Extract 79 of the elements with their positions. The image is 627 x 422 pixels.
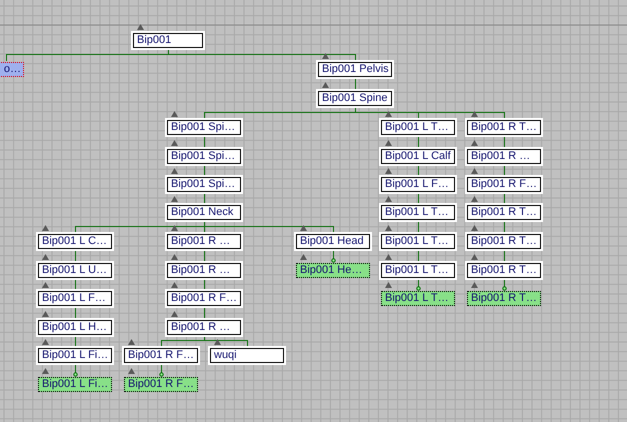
node-box: [38, 320, 112, 335]
node-label: Bip001 L T…: [385, 264, 449, 277]
node-label: Bip001 Spi…: [171, 150, 236, 163]
node-label: o…: [4, 63, 21, 76]
node-box: [38, 234, 112, 249]
node-label: Bip001 R F…: [471, 178, 538, 191]
node-box: [167, 149, 241, 164]
node-label: Bip001 L Calf: [385, 150, 451, 163]
node-box: [467, 177, 541, 192]
node-box: [318, 91, 392, 106]
node-label: wuqi: [214, 349, 237, 362]
node-box: [167, 263, 241, 278]
node-box: [381, 120, 455, 135]
node-label: Bip001 R F…: [128, 378, 194, 391]
node-label: Bip001 L T…: [385, 121, 449, 134]
node-label: Bip001 L T…: [385, 292, 449, 305]
node-box: [381, 263, 455, 278]
node-label: Bip001 L Fi…: [42, 349, 108, 362]
node-box: [167, 177, 241, 192]
node-label: Bip001 R T…: [471, 292, 537, 305]
node-label: Bip001 Pelvis: [322, 63, 389, 76]
node-label: Bip001 R …: [171, 321, 230, 334]
node-label: Bip001 Neck: [171, 206, 234, 219]
node-label: Bip001 Head: [300, 235, 364, 248]
node-label: Bip001 L H…: [42, 321, 108, 334]
leaf-node-box: [124, 377, 198, 392]
node-box: [38, 291, 112, 306]
node-box: [38, 348, 112, 363]
node-box: [124, 348, 198, 363]
leaf-node-box: [296, 263, 370, 278]
node-label: Bip001 L C…: [42, 235, 108, 248]
node-box: [38, 263, 112, 278]
node-box: [133, 33, 203, 48]
node-label: Bip001 R F…: [128, 349, 194, 362]
node-label: Bip001 L Fi…: [42, 378, 108, 391]
node-box: [467, 263, 541, 278]
connector-line: [502, 278, 507, 291]
connector-line: [159, 364, 164, 377]
node-box: [167, 234, 241, 249]
node-label: Bip001 R T…: [471, 206, 537, 219]
connector-line: [416, 278, 421, 291]
node-box: [467, 205, 541, 220]
node-label: Bip001 R …: [171, 264, 230, 277]
node-label: Bip001 Spi…: [171, 121, 236, 134]
node-label: Bip001 L F…: [42, 292, 106, 305]
node-box: [210, 348, 284, 363]
node-label: Bip001: [137, 34, 172, 47]
node-label: Bip001 L U…: [42, 264, 108, 277]
node-label: Bip001 Spi…: [171, 178, 236, 191]
node-label: Bip001 L T…: [385, 206, 449, 219]
selected-node-box: [0, 62, 24, 77]
node-box: [381, 149, 455, 164]
node-label: Bip001 R T…: [471, 264, 537, 277]
node-box: [167, 320, 241, 335]
node-label: Bip001 L F…: [385, 178, 449, 191]
node-box: [167, 291, 241, 306]
node-box: [318, 62, 392, 77]
node-box: [167, 120, 241, 135]
node-label: Bip001 R T…: [471, 121, 537, 134]
node-label: Bip001 R F…: [171, 292, 238, 305]
node-box: [467, 149, 541, 164]
node-box: [167, 205, 241, 220]
node-box: [467, 120, 541, 135]
node-box: [381, 177, 455, 192]
leaf-node-box: [38, 377, 112, 392]
connector-line: [331, 250, 336, 263]
node-label: Bip001 R …: [171, 235, 230, 248]
node-label: Bip001 R …: [471, 150, 530, 163]
connector-line: [73, 364, 78, 377]
node-box: [381, 205, 455, 220]
node-label: Bip001 Spine: [322, 92, 388, 105]
leaf-node-box: [467, 291, 541, 306]
node-box: [381, 234, 455, 249]
node-label: Bip001 L T…: [385, 235, 449, 248]
node-label: Bip001 He…: [300, 264, 362, 277]
leaf-node-box: [381, 291, 455, 306]
node-label: Bip001 R T…: [471, 235, 537, 248]
node-box: [296, 234, 370, 249]
node-box: [467, 234, 541, 249]
